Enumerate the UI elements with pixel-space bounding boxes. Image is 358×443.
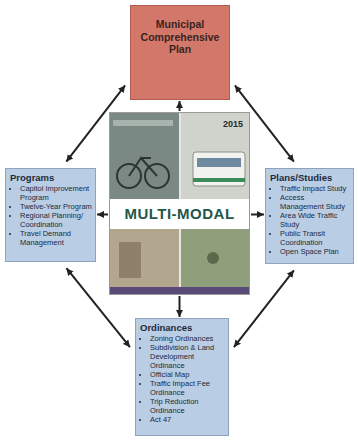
cover-border [110,113,250,295]
street-photo [109,229,179,287]
bullet-item: Open Space Plan [280,247,350,256]
arrow-connector [97,213,108,215]
programs-box: ProgramsCapitol Improvement ProgramTwelv… [5,168,96,262]
cover-ground [109,112,250,295]
box-title: Municipal Comprehensive Plan [135,18,225,56]
bullet-item: Public Transit Coordination [280,229,350,247]
bullet-item: Traffic Impact Fee Ordinance [150,379,225,397]
bullet-item: Area Wide Traffic Study [280,211,350,229]
bullet-item: Travel Demand Management [20,229,92,247]
handbook-cover-illustration [109,112,250,295]
ordinances-box: OrdinancesZoning OrdinancesSubdivision &… [135,318,229,436]
trail-photo [181,229,250,287]
box-heading: Plans/Studies [270,172,350,183]
bike-frame [129,158,157,176]
station-photo [181,112,250,199]
plan-box: Municipal Comprehensive Plan [130,5,230,100]
bullet-list: Traffic Impact StudyAccess Management St… [270,184,350,256]
canopy [113,120,173,126]
bullet-list: Zoning OrdinancesSubdivision & Land Deve… [140,334,225,424]
bullet-item: Official Map [150,370,225,379]
bullet-item: Trip Reduction Ordinance [150,397,225,415]
bullet-item: Zoning Ordinances [150,334,225,343]
handbook-cover: 2015MULTI-MODAL [109,112,250,295]
arrow-connector [179,101,181,111]
bullet-list: Capitol Improvement ProgramTwelve-Year P… [10,184,92,247]
bullet-item: Twelve-Year Program [20,202,92,211]
bullet-item: Capitol Improvement Program [20,184,92,202]
bus-shape [193,152,245,186]
cover-title: MULTI-MODAL [109,205,250,222]
cyclist-shape [207,252,219,264]
cover-footer-band [109,287,250,295]
arrow-connector [179,296,181,317]
box-heading: Ordinances [140,322,225,333]
cover-year: 2015 [223,119,243,129]
box-heading: Programs [10,172,92,183]
bullet-item: Access Management Study [280,193,350,211]
arrow-connector [251,213,264,215]
bus-stripe [193,178,245,182]
bus-window [197,158,241,167]
bullet-item: Act 47 [150,415,225,424]
plans-box: Plans/StudiesTraffic Impact StudyAccess … [265,168,354,264]
bullet-item: Traffic Impact Study [280,184,350,193]
building-shape [119,242,141,278]
bullet-item: Regional Planning/ Coordination [20,211,92,229]
bullet-item: Subdivision & Land Development Ordinance [150,343,225,370]
title-band [109,199,250,229]
bike-rack-photo [109,112,179,199]
